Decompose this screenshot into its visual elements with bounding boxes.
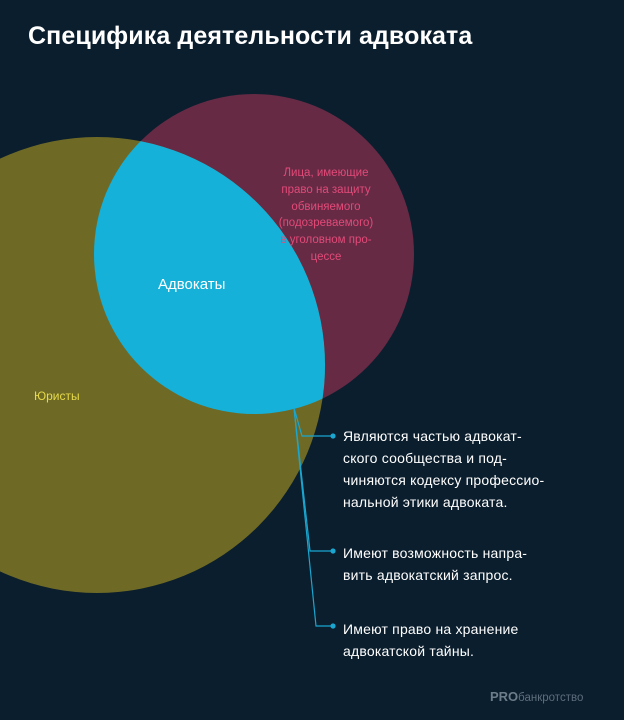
note-secrecy: Имеют право на хранение адвокатской тайн… xyxy=(343,621,519,659)
connector-dot-1 xyxy=(330,433,336,439)
connector-dot-3 xyxy=(330,623,336,629)
brand-logo: PROбанкротство xyxy=(490,689,583,704)
page-title: Специфика деятельности адвоката xyxy=(28,22,473,50)
note-community: Являются частью адвокат- ского сообществ… xyxy=(343,428,545,510)
lawyers-label: Юристы xyxy=(34,389,80,403)
advocates-label: Адвокаты xyxy=(158,276,226,293)
advocates-region xyxy=(94,137,325,414)
brand-strong: PRO xyxy=(490,689,519,704)
connector-dot-2 xyxy=(330,548,336,554)
brand-rest: банкротство xyxy=(518,692,584,704)
defence-label: Лица, имеющие право на защиту обвиняемог… xyxy=(278,167,374,263)
connector-lines xyxy=(293,407,332,627)
note-request: Имеют возможность напра- вить адвокатски… xyxy=(343,545,528,583)
